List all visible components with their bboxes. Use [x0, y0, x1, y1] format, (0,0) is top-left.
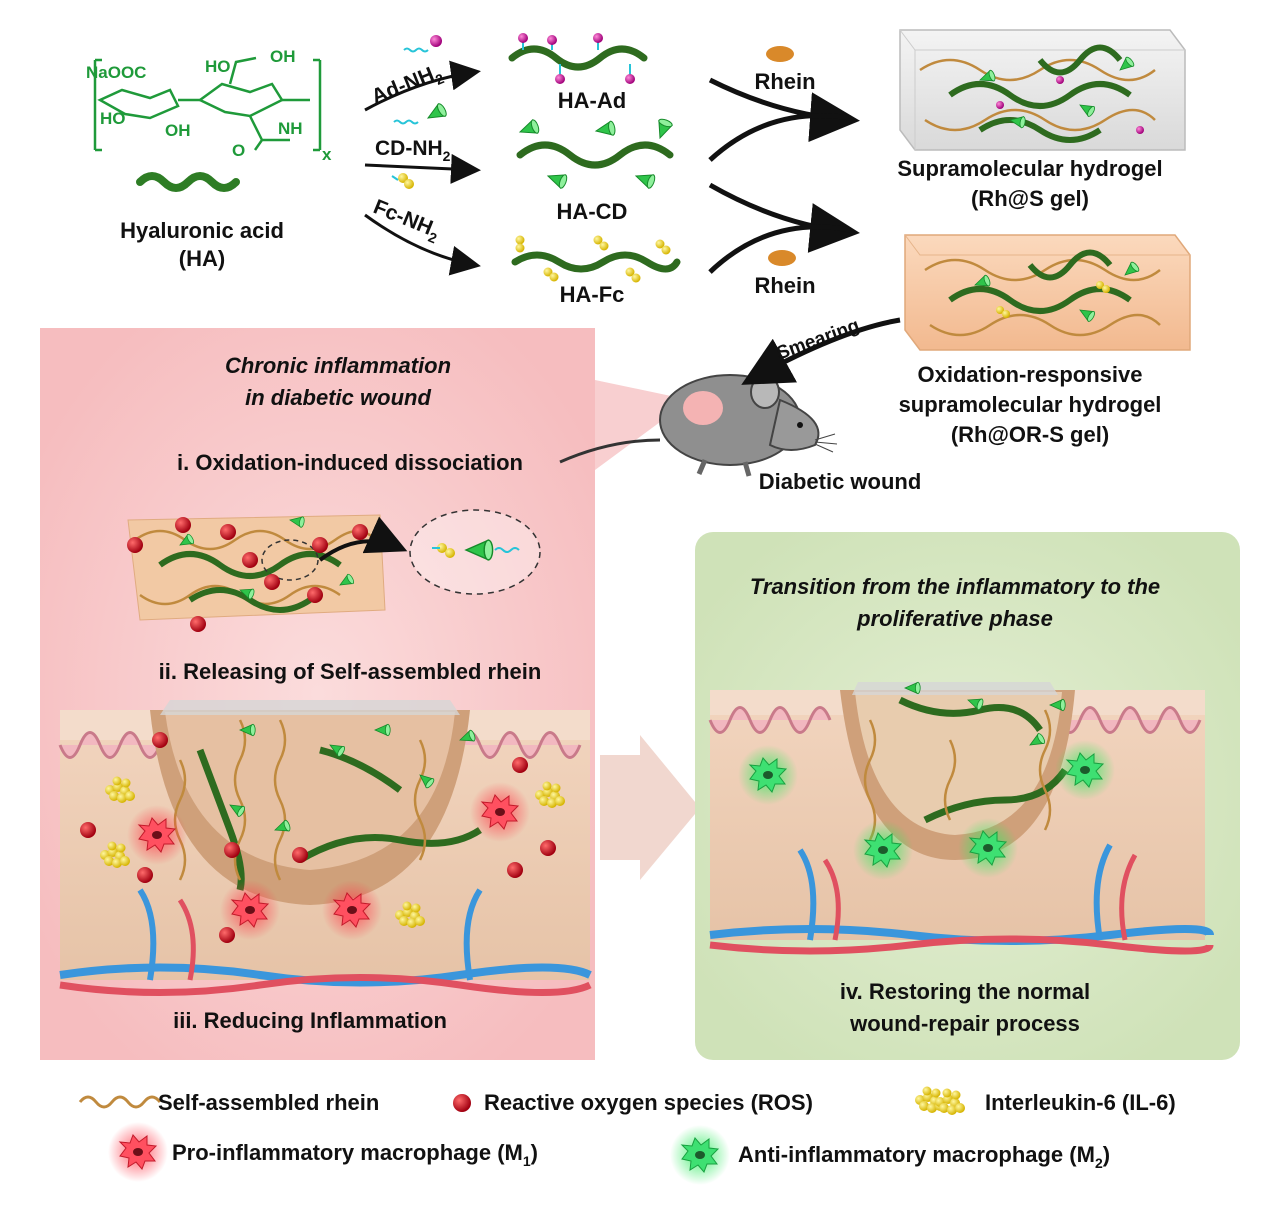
hyaluronic-acid-structure: NaOOC HO OH HO OH NH O x Hyaluronic acid… [86, 47, 332, 271]
step-4-line1: iv. Restoring the normal [840, 979, 1090, 1004]
legend-rhein-label: Self-assembled rhein [158, 1090, 379, 1115]
group-naooc: NaOOC [86, 63, 146, 82]
gel-s-line1: Supramolecular hydrogel [897, 156, 1162, 181]
legend-ros-label: Reactive oxygen species (ROS) [484, 1090, 813, 1115]
reagent-arrows: Ad-NH2 CD-NH2 Fc-NH2 [364, 35, 481, 276]
ha-chain-icon [136, 172, 240, 192]
product-ha-cd-label: HA-CD [557, 199, 628, 224]
step-4-line2: wound-repair process [849, 1011, 1080, 1036]
gel-ors-line1: Oxidation-responsive [918, 362, 1143, 387]
mouse-label: Diabetic wound [759, 469, 922, 494]
step-1-label: i. Oxidation-induced dissociation [177, 450, 523, 475]
group-ho-2: HO [205, 57, 231, 76]
rhein-icon-top [766, 46, 794, 62]
smearing-arrow [741, 317, 901, 385]
legend-m1-label: Pro-inflammatory macrophage (M1) [172, 1140, 538, 1169]
legend-m2-label: Anti-inflammatory macrophage (M2) [738, 1142, 1110, 1171]
transition-arrow [600, 735, 700, 880]
step-3-label: iii. Reducing Inflammation [173, 1008, 447, 1033]
left-title-line2: in diabetic wound [245, 385, 431, 410]
left-title-line1: Chronic inflammation [225, 353, 451, 378]
group-oh-2: OH [270, 47, 296, 66]
reagent-fc: Fc-NH2 [369, 195, 444, 246]
group-oh-1: OH [165, 121, 191, 140]
right-title-line1: Transition from the inflammatory to the [750, 574, 1160, 599]
rhein-label-bottom: Rhein [754, 273, 815, 298]
group-nh: NH [278, 119, 303, 138]
product-ha-fc: HA-Fc [511, 235, 681, 307]
right-panel: Transition from the inflammatory to the … [695, 532, 1240, 1060]
ha-abbr: (HA) [179, 246, 225, 271]
gel-ors-line3: (Rh@OR-S gel) [951, 422, 1109, 447]
wound-spot [683, 391, 723, 425]
legend-m2-icon [669, 1124, 731, 1186]
rhein-arrows: Rhein Rhein [708, 46, 860, 298]
right-title-line2: proliferative phase [856, 606, 1053, 631]
reagent-ad: Ad-NH2 [368, 60, 446, 113]
repeat-x: x [322, 145, 332, 164]
rhein-icon-bottom [768, 250, 796, 266]
product-ha-ad-label: HA-Ad [558, 88, 626, 113]
legend-il6-label: Interleukin-6 (IL-6) [985, 1090, 1176, 1115]
reagent-cd: CD-NH2 [375, 137, 451, 164]
step-2-label: ii. Releasing of Self-assembled rhein [159, 659, 542, 684]
gel-s-line2: (Rh@S gel) [971, 186, 1089, 211]
legend-rhein-icon [78, 1095, 162, 1109]
left-panel: Chronic inflammation in diabetic wound i… [40, 328, 690, 1060]
product-ha-ad: HA-Ad [508, 33, 648, 113]
gel-ors: Oxidation-responsive supramolecular hydr… [899, 234, 1191, 447]
product-ha-cd: HA-CD [516, 117, 674, 224]
ha-name: Hyaluronic acid [120, 218, 284, 243]
rhein-label-top: Rhein [754, 69, 815, 94]
product-ha-fc-label: HA-Fc [560, 282, 625, 307]
legend: Self-assembled rhein Reactive oxygen spe… [78, 1086, 1176, 1186]
gel-s: Supramolecular hydrogel (Rh@S gel) [897, 29, 1186, 211]
gel-ors-line2: supramolecular hydrogel [899, 392, 1162, 417]
group-carbonyl-o: O [232, 141, 245, 160]
legend-m1-icon [107, 1121, 169, 1183]
legend-ros-icon [453, 1094, 471, 1112]
smearing-label: Smearing [774, 315, 863, 364]
group-ho-1: HO [100, 109, 126, 128]
ad-ball-icon [430, 35, 442, 47]
cd-cone-icon [424, 101, 449, 125]
